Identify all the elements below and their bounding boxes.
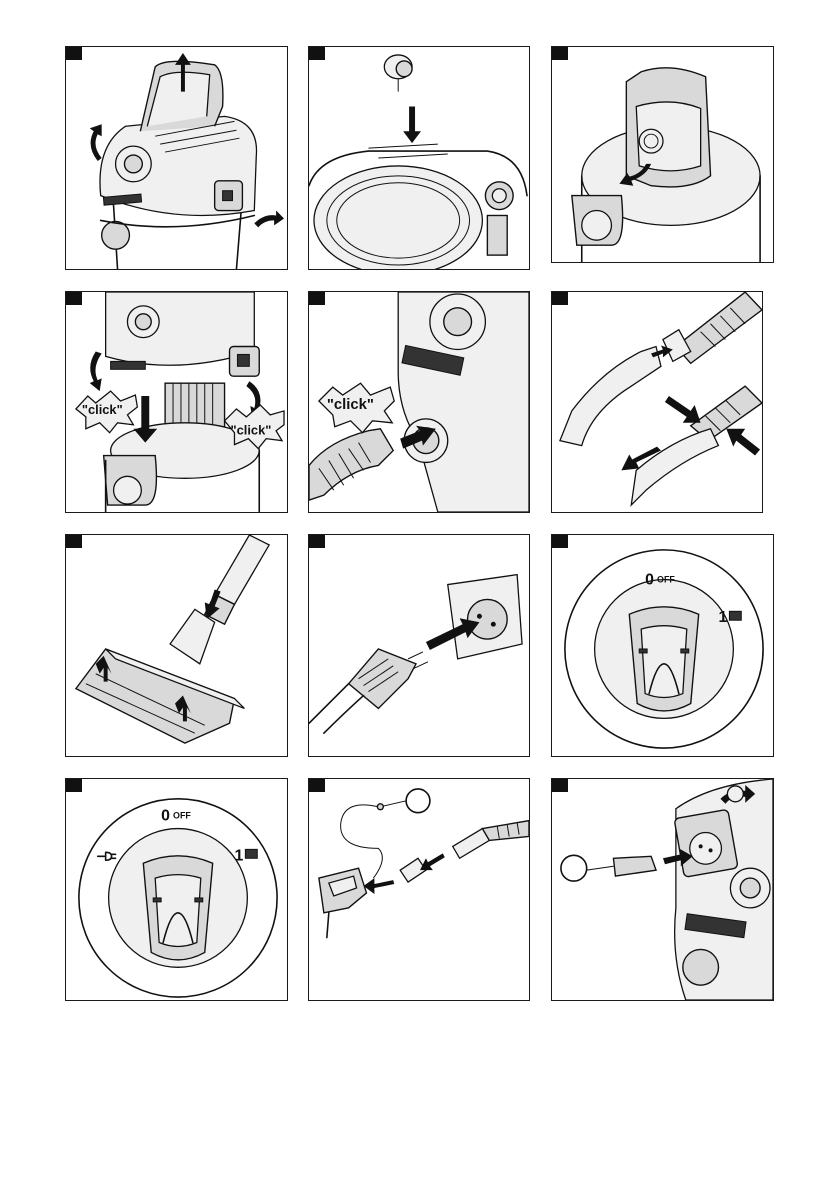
click-label-right: "click": [231, 423, 272, 438]
arrow-icon: [90, 124, 102, 161]
appliance-socket-illustration: [552, 779, 773, 1000]
floor-nozzle-illustration: [66, 535, 287, 756]
dial-on-number: 1: [718, 609, 727, 626]
float-valve-illustration: [309, 47, 529, 269]
plug-icon: [98, 852, 116, 860]
hose-handle-illustration: [552, 292, 762, 512]
plug-icon: [613, 856, 656, 876]
arrow-icon: [364, 878, 395, 894]
filter-bag-illustration: [552, 47, 773, 262]
figure-5: "click": [308, 291, 530, 513]
hose-connect-illustration: "click": [309, 292, 529, 512]
figure-6: [551, 291, 763, 513]
vacuum-handle-illustration: [66, 47, 287, 269]
arrow-icon: [420, 853, 445, 870]
switch-dial-illustration: 0 OFF 1: [552, 535, 773, 756]
figure-9: 0 OFF 1: [551, 534, 774, 757]
dial-off-number: 0: [645, 572, 654, 589]
arrow-icon: [726, 429, 760, 456]
power-tool-adapter-illustration: [309, 779, 529, 1000]
click-label-left: "click": [82, 402, 123, 417]
figure-1: [65, 46, 288, 270]
arrow-icon: [665, 396, 701, 423]
figure-7: [65, 534, 288, 757]
dial-off-text: OFF: [173, 811, 191, 821]
figure-8: [308, 534, 530, 757]
arrow-icon: [254, 211, 284, 228]
filter-lock-illustration: "click" "click": [66, 292, 287, 512]
dial-off-number: 0: [161, 808, 170, 825]
dial-off-text: OFF: [657, 575, 675, 585]
power-plug-illustration: [309, 535, 529, 756]
figure-11: [308, 778, 530, 1001]
figure-12: [551, 778, 774, 1001]
switch-dial-auto-illustration: 0 OFF 1: [66, 779, 287, 1000]
figure-3: [551, 46, 774, 263]
figure-4: "click" "click": [65, 291, 288, 513]
figure-10: 0 OFF 1: [65, 778, 288, 1001]
dial-on-number: 1: [234, 847, 243, 864]
figure-2: [308, 46, 530, 270]
click-label: "click": [327, 397, 374, 413]
arrow-icon: [90, 351, 102, 391]
arrow-icon: [403, 106, 421, 143]
